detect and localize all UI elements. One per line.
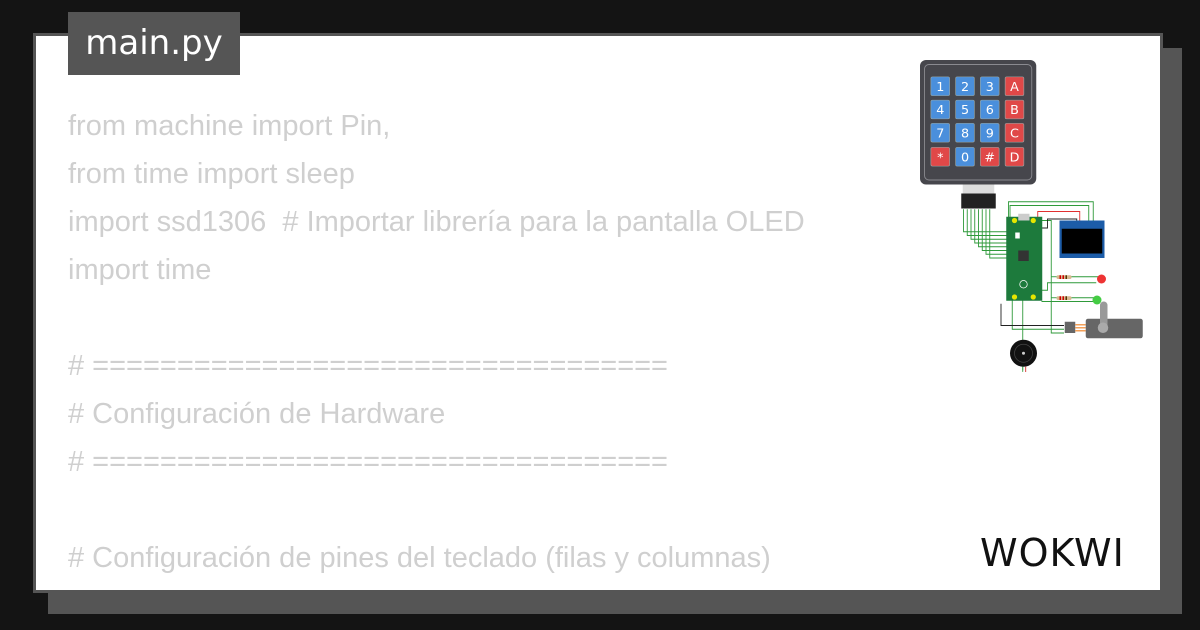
keypad[interactable]: 1 2 3 A 4 5 6 B 7 8 9 C * 0 # D bbox=[920, 60, 1037, 185]
keypad-key-6[interactable]: 6 bbox=[980, 99, 1000, 120]
keypad-key-label: 8 bbox=[961, 126, 969, 141]
keypad-key-label: 0 bbox=[961, 150, 969, 165]
green-led bbox=[1092, 295, 1102, 305]
keypad-key-4[interactable]: 4 bbox=[930, 99, 950, 120]
buzzer bbox=[1010, 339, 1037, 372]
keypad-key-5[interactable]: 5 bbox=[955, 99, 975, 120]
resistor bbox=[1056, 275, 1072, 279]
keypad-key-label: 9 bbox=[986, 126, 994, 141]
wokwi-logo-text: WOKWI bbox=[980, 531, 1125, 573]
code-line: # ================================== bbox=[68, 446, 668, 478]
keypad-key-*[interactable]: * bbox=[930, 147, 950, 167]
keypad-key-7[interactable]: 7 bbox=[930, 123, 950, 143]
servo bbox=[1064, 301, 1143, 339]
code-line: from time import sleep bbox=[68, 158, 355, 190]
file-tab[interactable]: main.py bbox=[68, 12, 240, 75]
oled-display bbox=[1059, 220, 1105, 258]
keypad-key-label: 6 bbox=[986, 103, 994, 118]
raspberry-pi-pico bbox=[1006, 213, 1043, 301]
keypad-key-label: 7 bbox=[936, 126, 944, 141]
keypad-key-label: A bbox=[1010, 80, 1019, 95]
keypad-key-label: 5 bbox=[961, 103, 969, 118]
keypad-key-label: 4 bbox=[936, 103, 944, 118]
keypad-key-A[interactable]: A bbox=[1004, 76, 1025, 96]
keypad-key-label: 3 bbox=[986, 80, 994, 95]
red-led bbox=[1097, 274, 1106, 284]
code-line: import time bbox=[68, 254, 212, 286]
keypad-key-1[interactable]: 1 bbox=[930, 76, 950, 96]
resistor bbox=[1056, 296, 1072, 300]
keypad-key-#[interactable]: # bbox=[980, 147, 1000, 167]
keypad-key-D[interactable]: D bbox=[1004, 147, 1025, 167]
keypad-key-label: # bbox=[984, 150, 995, 165]
wokwi-logo: WOKWI bbox=[980, 531, 1125, 573]
keypad-connector bbox=[961, 184, 996, 209]
wires bbox=[963, 201, 1100, 371]
code-line: from machine import Pin, bbox=[68, 110, 391, 142]
keypad-key-2[interactable]: 2 bbox=[955, 76, 975, 96]
keypad-key-8[interactable]: 8 bbox=[955, 123, 975, 143]
keypad-key-0[interactable]: 0 bbox=[955, 147, 975, 167]
code-line: # Configuración de pines del teclado (fi… bbox=[68, 542, 771, 574]
keypad-key-3[interactable]: 3 bbox=[980, 76, 1000, 96]
keypad-key-label: 2 bbox=[961, 80, 969, 95]
keypad-key-label: * bbox=[937, 150, 943, 165]
keypad-key-label: B bbox=[1010, 103, 1019, 118]
code-line: # Configuración de Hardware bbox=[68, 398, 446, 430]
code-block: from machine import Pin, from time import… bbox=[68, 102, 805, 590]
code-line: # ================================== bbox=[68, 350, 668, 382]
keypad-key-label: 1 bbox=[936, 80, 944, 95]
ground-wire bbox=[1000, 218, 1078, 326]
keypad-key-9[interactable]: 9 bbox=[980, 123, 1000, 143]
keypad-key-label: D bbox=[1010, 150, 1020, 165]
keypad-key-B[interactable]: B bbox=[1004, 99, 1025, 120]
keypad-key-label: C bbox=[1010, 126, 1019, 141]
keypad-key-C[interactable]: C bbox=[1004, 123, 1025, 143]
code-line: import ssd1306 # Importar librería para … bbox=[68, 206, 805, 238]
